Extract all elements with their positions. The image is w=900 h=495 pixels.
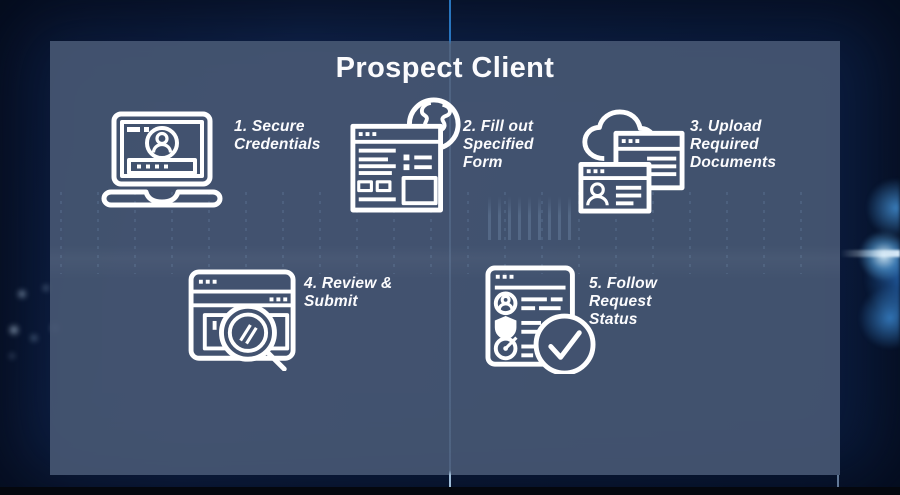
laptop-login-icon bbox=[101, 111, 223, 208]
page-title: Prospect Client bbox=[335, 52, 555, 84]
status-checklist-icon bbox=[485, 265, 596, 374]
step-5: 5. Follow Request Status bbox=[482, 264, 732, 379]
step-1-label: 1. Secure Credentials bbox=[234, 118, 321, 153]
step-4-label: 4. Review & Submit bbox=[304, 275, 393, 310]
panel-edge-line bbox=[837, 475, 839, 495]
step-1: 1. Secure Credentials bbox=[95, 108, 365, 218]
step-2: 2. Fill out Specified Form bbox=[349, 97, 599, 217]
step-3-label: 3. Upload Required Documents bbox=[690, 118, 777, 171]
center-divider-line bbox=[449, 0, 451, 495]
cloud-documents-icon bbox=[578, 109, 685, 214]
step-4: 4. Review & Submit bbox=[187, 266, 437, 371]
bottom-border bbox=[0, 487, 900, 495]
step-3: 3. Upload Required Documents bbox=[577, 106, 827, 216]
step-2-label: 2. Fill out Specified Form bbox=[463, 118, 534, 171]
step-5-label: 5. Follow Request Status bbox=[589, 275, 658, 328]
background-glow-decoration bbox=[838, 168, 900, 386]
review-magnifier-icon bbox=[188, 269, 296, 371]
background-streak-decoration bbox=[840, 250, 900, 257]
web-form-globe-icon bbox=[350, 97, 461, 213]
